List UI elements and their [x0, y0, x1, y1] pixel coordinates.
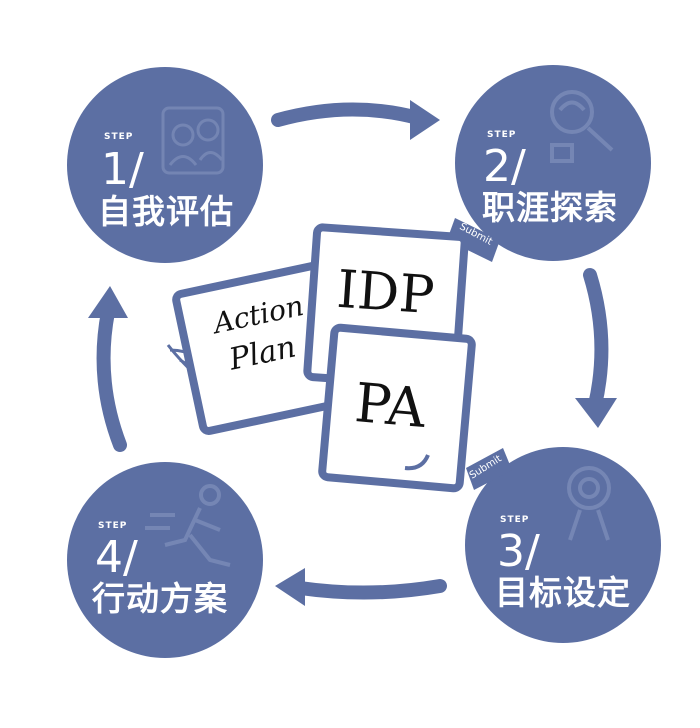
- arrow-step2-to-step3: [575, 268, 617, 428]
- step1-step-word: STEP: [104, 132, 134, 142]
- submit-tab-1: [447, 218, 500, 262]
- arrow-step3-to-step4: [275, 568, 447, 606]
- step2-title: 职涯探索: [482, 188, 618, 227]
- document-pa: [318, 323, 476, 493]
- step3-circle: [465, 447, 661, 643]
- magnifier-icon: [550, 90, 614, 163]
- running-person-icon: [145, 484, 231, 567]
- step1-title: 自我评估: [98, 192, 234, 231]
- step3-number: 3/: [497, 526, 540, 577]
- step2-number: 2/: [483, 141, 526, 192]
- step4-number: 4/: [95, 532, 138, 583]
- step2-step-word: STEP: [487, 130, 517, 140]
- arrow-step1-to-step2: [271, 100, 440, 140]
- submit-tab-2: [466, 448, 512, 490]
- step3-step-word: STEP: [500, 515, 530, 525]
- step1-number: 1/: [101, 144, 144, 195]
- step3-title: 目标设定: [495, 573, 631, 612]
- doc-idp-text: IDP: [335, 259, 437, 327]
- step4-title: 行动方案: [92, 579, 228, 618]
- step4-step-word: STEP: [98, 521, 128, 531]
- target-icon: [567, 466, 611, 541]
- people-group-icon: [161, 106, 225, 175]
- step1-circle: [67, 67, 263, 263]
- doc-pa-text: PA: [352, 371, 428, 440]
- step4-circle: [67, 462, 263, 658]
- arrow-step4-to-step1: [88, 286, 128, 452]
